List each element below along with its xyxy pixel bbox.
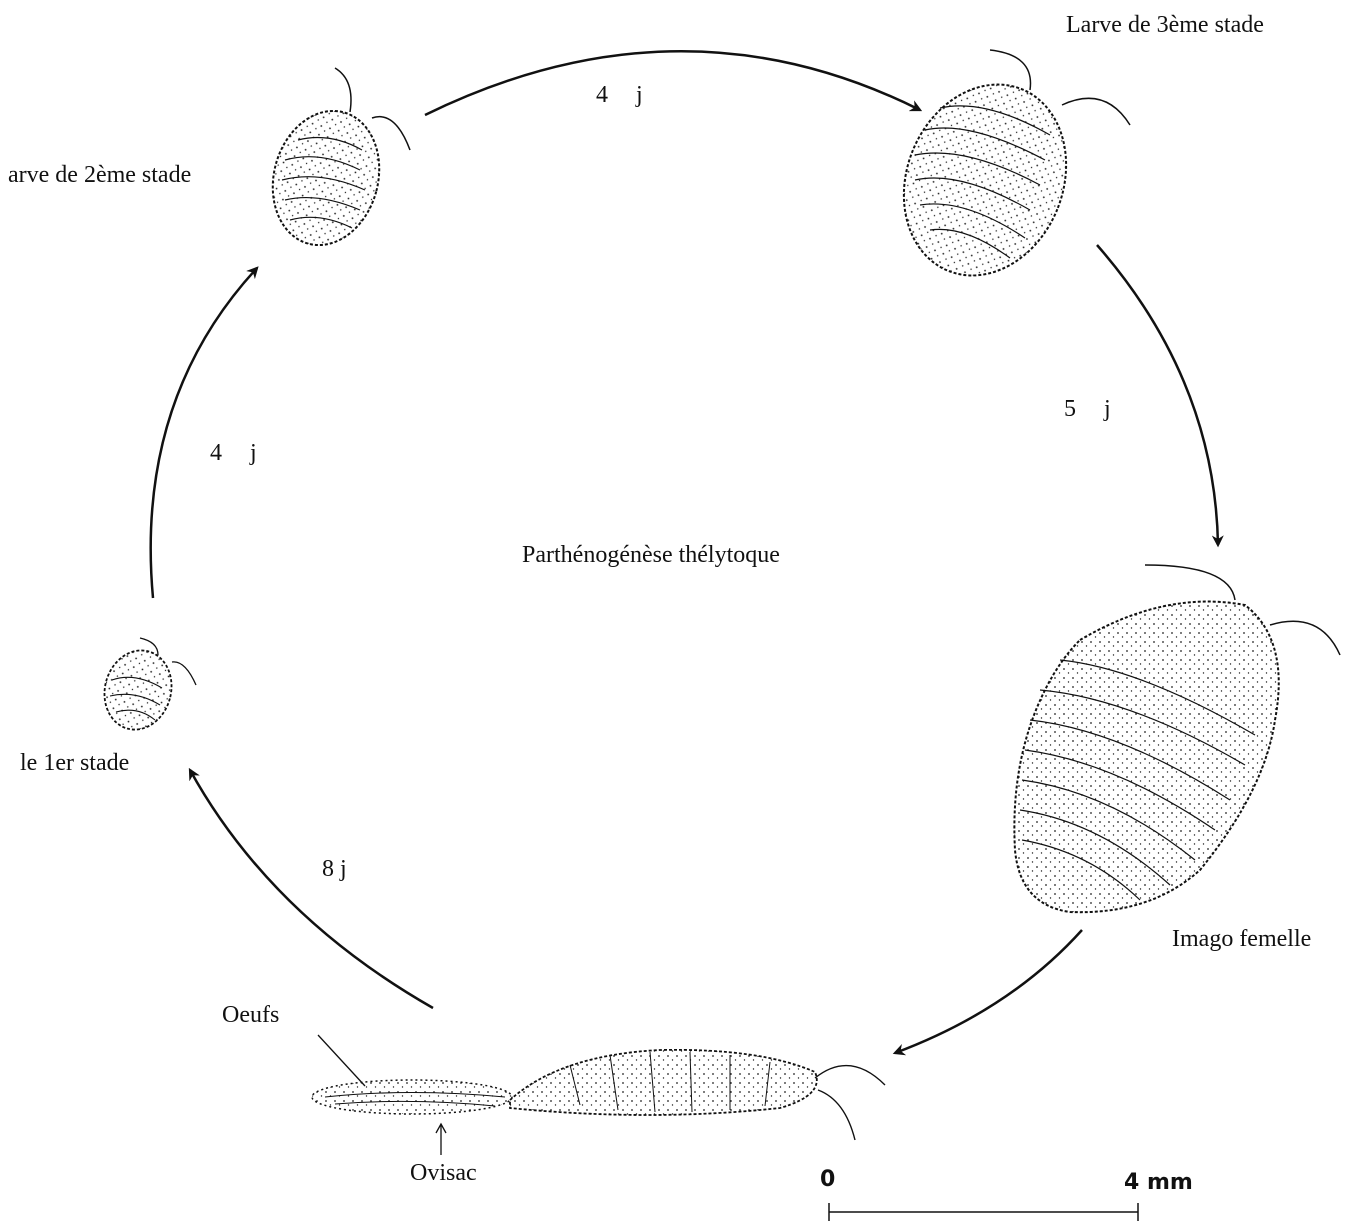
- arrow-female-to-eggs: [895, 930, 1082, 1053]
- scale-start-label: 0: [820, 1167, 835, 1192]
- label-eggs: Oeufs: [222, 1002, 279, 1029]
- scale-end-label: 4 mm: [1124, 1170, 1193, 1195]
- adult-female-illustration: [1014, 565, 1340, 912]
- larva-3rd-stage-illustration: [876, 50, 1130, 300]
- larva-1st-stage-illustration: [96, 638, 196, 737]
- label-larva-1st-stage: le 1er stade: [20, 750, 129, 777]
- duration-l1-to-l2: 4 j: [210, 440, 257, 467]
- scale-bar: [829, 1203, 1138, 1221]
- ovisac-pointer-arrow: [436, 1124, 446, 1155]
- label-adult-female: Imago femelle: [1172, 926, 1311, 953]
- label-ovisac: Ovisac: [410, 1160, 477, 1187]
- duration-l3-to-female: 5 j: [1064, 396, 1111, 423]
- laying-female-illustration: [510, 1050, 885, 1140]
- label-larva-2nd-stage: arve de 2ème stade: [8, 162, 191, 189]
- ovisac-illustration: [312, 1080, 512, 1114]
- label-parthenogenesis: Parthénogénèse thélytoque: [522, 542, 780, 569]
- arrow-l2-to-l3: [425, 51, 920, 115]
- label-larva-3rd-stage: Larve de 3ème stade: [1066, 12, 1264, 39]
- arrow-l3-to-female: [1097, 245, 1218, 545]
- duration-eggs-to-l1: 8 j: [322, 856, 347, 883]
- arrow-l1-to-l2: [151, 268, 257, 598]
- larva-2nd-stage-illustration: [258, 68, 410, 257]
- eggs-pointer-line: [318, 1035, 365, 1086]
- duration-l2-to-l3: 4 j: [596, 82, 643, 109]
- arrow-eggs-to-l1: [190, 770, 433, 1008]
